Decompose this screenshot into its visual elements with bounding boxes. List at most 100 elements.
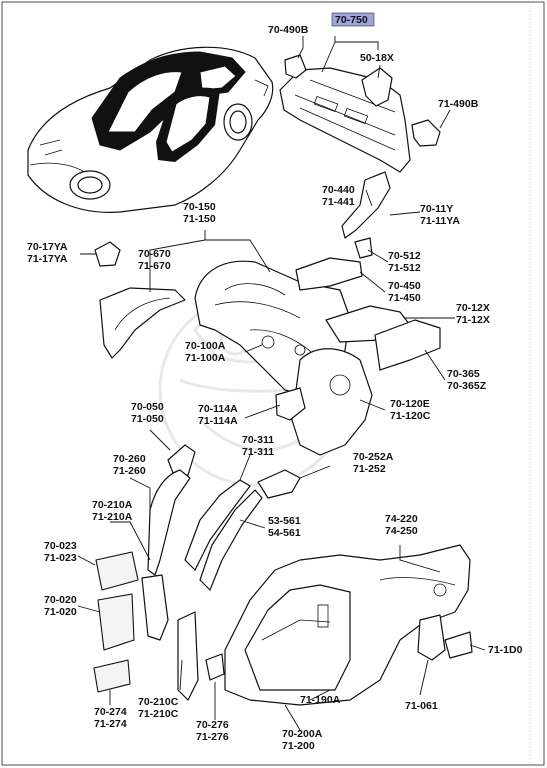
part-number-text: 70-210A bbox=[92, 499, 133, 511]
part-70-276 bbox=[205, 653, 225, 681]
part-70-512 bbox=[354, 237, 373, 259]
part-number-text: 71-020 bbox=[44, 606, 77, 618]
part-number-text: 70-120E bbox=[390, 398, 430, 410]
bracket-71-490b bbox=[411, 119, 441, 147]
part-number-text: 71-061 bbox=[405, 700, 438, 712]
part-number-text: 71-190A bbox=[300, 694, 341, 706]
part-number-text: 71-023 bbox=[44, 552, 77, 564]
part-number-text: 70-512 bbox=[388, 250, 421, 262]
part-number-text: 71-12X bbox=[456, 314, 490, 326]
part-number-text: 70-365 bbox=[447, 368, 480, 380]
part-number-text: 71-490B bbox=[438, 98, 479, 110]
part-number-text: 70-252A bbox=[353, 451, 394, 463]
part-number-text: 70-17YA bbox=[27, 241, 68, 253]
part-number-text: 71-120C bbox=[390, 410, 431, 422]
part-70-365 bbox=[374, 319, 441, 371]
part-70-17ya bbox=[94, 241, 121, 267]
part-71-061 bbox=[417, 614, 446, 661]
part-number-text: 70-100A bbox=[185, 340, 226, 352]
side-outer-panel bbox=[224, 544, 473, 706]
part-number-text: 70-114A bbox=[198, 403, 238, 415]
car-overview bbox=[27, 46, 274, 213]
part-70-023 bbox=[95, 551, 139, 591]
part-number-text: 71-210A bbox=[92, 511, 133, 523]
part-number-text: 71-441 bbox=[322, 196, 355, 208]
part-71-1d0 bbox=[444, 631, 473, 659]
part-number-text: 53-561 bbox=[268, 515, 301, 527]
bracket-50-18x bbox=[361, 67, 393, 107]
part-number-text: 70-200A bbox=[282, 728, 323, 740]
part-70-450 bbox=[295, 257, 363, 291]
part-70-210a bbox=[141, 574, 169, 641]
part-number-text: 70-12X bbox=[456, 302, 490, 314]
part-number-text: 70-11Y bbox=[420, 203, 453, 215]
part-number-text: 70-490B bbox=[268, 24, 309, 36]
part-number-text: 71-210C bbox=[138, 708, 179, 720]
part-number-text: 71-1D0 bbox=[488, 644, 523, 656]
part-number-text: 71-512 bbox=[388, 262, 421, 274]
part-70-210c bbox=[177, 611, 199, 701]
part-number-text: 71-311 bbox=[242, 446, 274, 458]
part-53-561 bbox=[199, 489, 263, 591]
part-number-text: 70-750 bbox=[335, 14, 368, 26]
part-70-020 bbox=[97, 593, 135, 651]
part-number-text: 71-17YA bbox=[27, 253, 68, 265]
quarter-inner-assembly bbox=[94, 171, 441, 456]
part-number-text: 71-100A bbox=[185, 352, 226, 364]
part-number-text: 70-274 bbox=[94, 706, 127, 718]
part-number-text: 70-023 bbox=[44, 540, 77, 552]
part-70-120e bbox=[291, 348, 373, 456]
part-number-text: 70-260 bbox=[113, 453, 146, 465]
part-number-text: 70-050 bbox=[131, 401, 164, 413]
lbl-71-061: 71-061 bbox=[405, 700, 438, 712]
lbl-70-750: 70-750 bbox=[331, 12, 375, 27]
lbl-71-190a: 71-190A bbox=[300, 694, 341, 706]
part-number-text: 70-311 bbox=[242, 434, 274, 446]
part-70-670 bbox=[99, 287, 186, 359]
part-number-text: 71-252 bbox=[353, 463, 386, 475]
part-70-311 bbox=[184, 479, 251, 571]
part-labels: 70-490B70-75050-18X71-490B70-44071-44170… bbox=[27, 12, 523, 752]
part-number-text: 71-200 bbox=[282, 740, 315, 752]
part-number-text: 70-450 bbox=[388, 280, 421, 292]
part-number-text: 71-276 bbox=[196, 731, 229, 743]
part-70-260 bbox=[147, 469, 191, 576]
pillar-assembly bbox=[93, 444, 301, 701]
part-number-text: 70-365Z bbox=[447, 380, 487, 392]
part-number-text: 71-274 bbox=[94, 718, 127, 730]
rear-panel-assembly bbox=[279, 54, 441, 173]
part-number-text: 70-670 bbox=[138, 248, 171, 260]
lbl-71-1d0: 71-1D0 bbox=[488, 644, 523, 656]
part-70-114a bbox=[275, 387, 306, 421]
part-number-text: 70-210C bbox=[138, 696, 179, 708]
part-number-text: 71-450 bbox=[388, 292, 421, 304]
part-70-252a bbox=[257, 469, 301, 499]
part-number-text: 70-020 bbox=[44, 594, 77, 606]
part-number-text: 71-050 bbox=[131, 413, 164, 425]
part-70-274 bbox=[93, 659, 131, 693]
part-number-text: 71-150 bbox=[183, 213, 216, 225]
